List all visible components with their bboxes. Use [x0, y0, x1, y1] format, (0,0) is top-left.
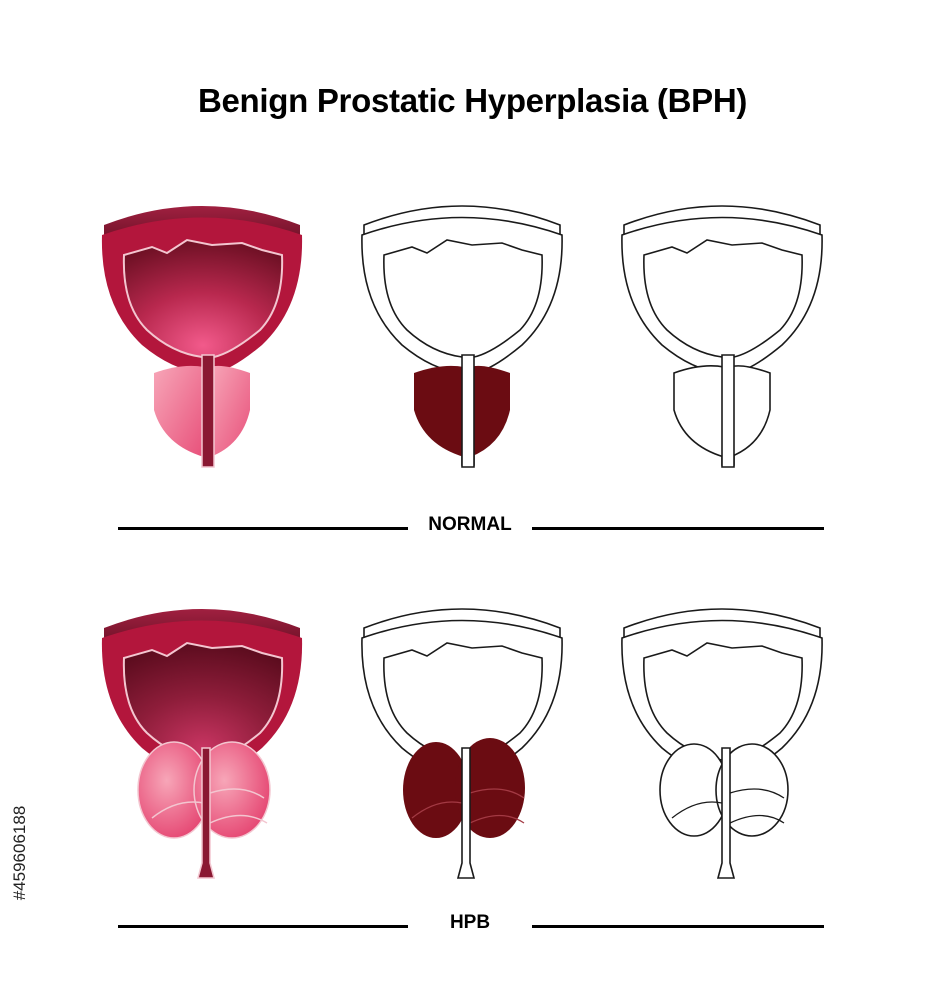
divider-line-right	[532, 925, 824, 928]
urethra	[201, 354, 215, 468]
bladder-lumen	[122, 238, 284, 358]
stock-id-text: #459606188	[10, 805, 29, 901]
divider-line-right	[532, 527, 824, 530]
prostate-left	[154, 365, 204, 457]
normal-color-illustration	[101, 206, 303, 468]
stock-id-watermark: #459606188	[8, 758, 32, 948]
hpb-label: HPB	[449, 912, 491, 933]
hpb-outline-illustration	[621, 608, 823, 879]
normal-divider: NORMAL	[0, 514, 945, 544]
prostate-right	[210, 365, 250, 457]
hpb-color-illustration	[101, 609, 303, 879]
enlarged-lobe-right	[193, 741, 271, 839]
divider-line-left	[118, 527, 408, 530]
divider-line-left	[118, 925, 408, 928]
page-title: Benign Prostatic Hyperplasia (BPH)	[197, 82, 748, 119]
hpb-divider: HPB	[0, 912, 945, 942]
hpb-dark-illustration	[361, 608, 563, 879]
normal-label: NORMAL	[428, 514, 512, 535]
normal-dark-illustration	[361, 205, 563, 468]
normal-outline-illustration	[621, 205, 823, 468]
